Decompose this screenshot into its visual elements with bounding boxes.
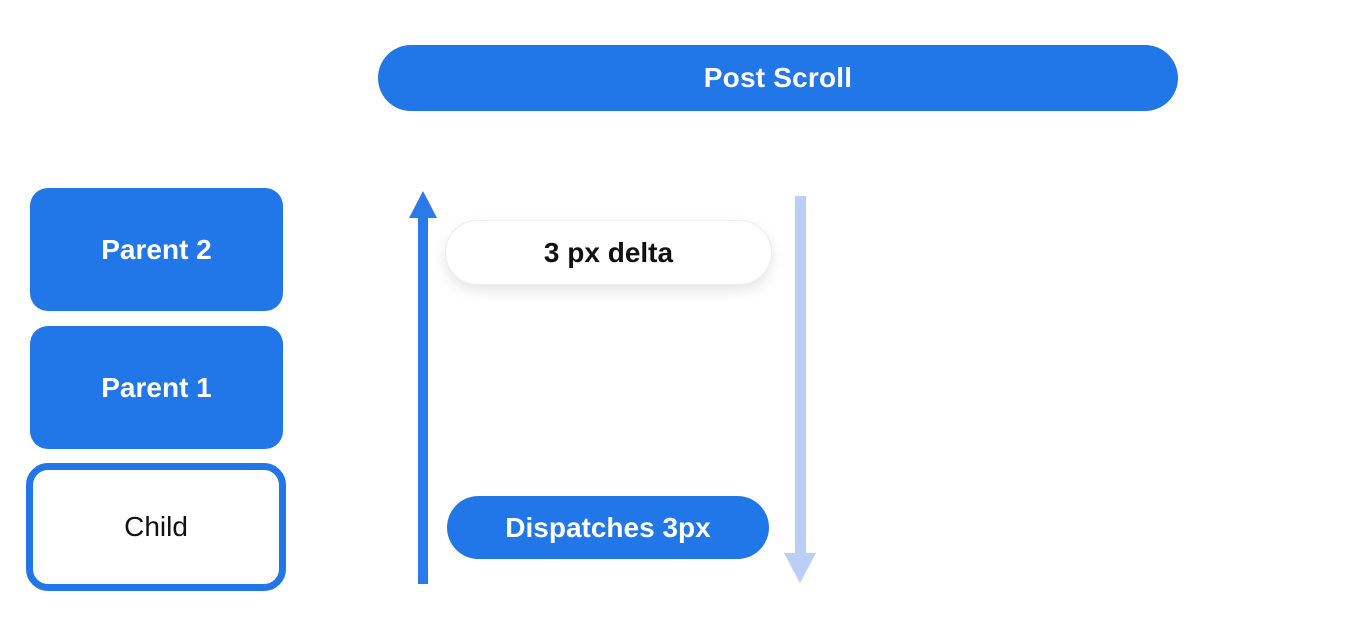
parent-2-box: Parent 2	[30, 188, 283, 311]
parent-1-box: Parent 1	[30, 326, 283, 449]
up-arrow-shaft	[418, 216, 428, 584]
delta-label: 3 px delta	[543, 236, 674, 268]
delta-annotation: 3 px delta	[445, 220, 772, 285]
child-box: Child	[26, 463, 286, 591]
dispatch-label: Dispatches 3px	[505, 511, 711, 543]
down-arrow-head	[784, 553, 816, 583]
parent-1-label: Parent 1	[101, 371, 212, 403]
post-scroll-label: Post Scroll	[703, 62, 853, 93]
parent-2-label: Parent 2	[101, 233, 212, 265]
post-scroll-header: Post Scroll	[378, 45, 1178, 111]
child-label: Child	[124, 511, 188, 542]
up-arrow-head	[409, 191, 437, 218]
dispatch-annotation: Dispatches 3px	[447, 496, 769, 559]
down-arrow-shaft	[795, 196, 806, 554]
